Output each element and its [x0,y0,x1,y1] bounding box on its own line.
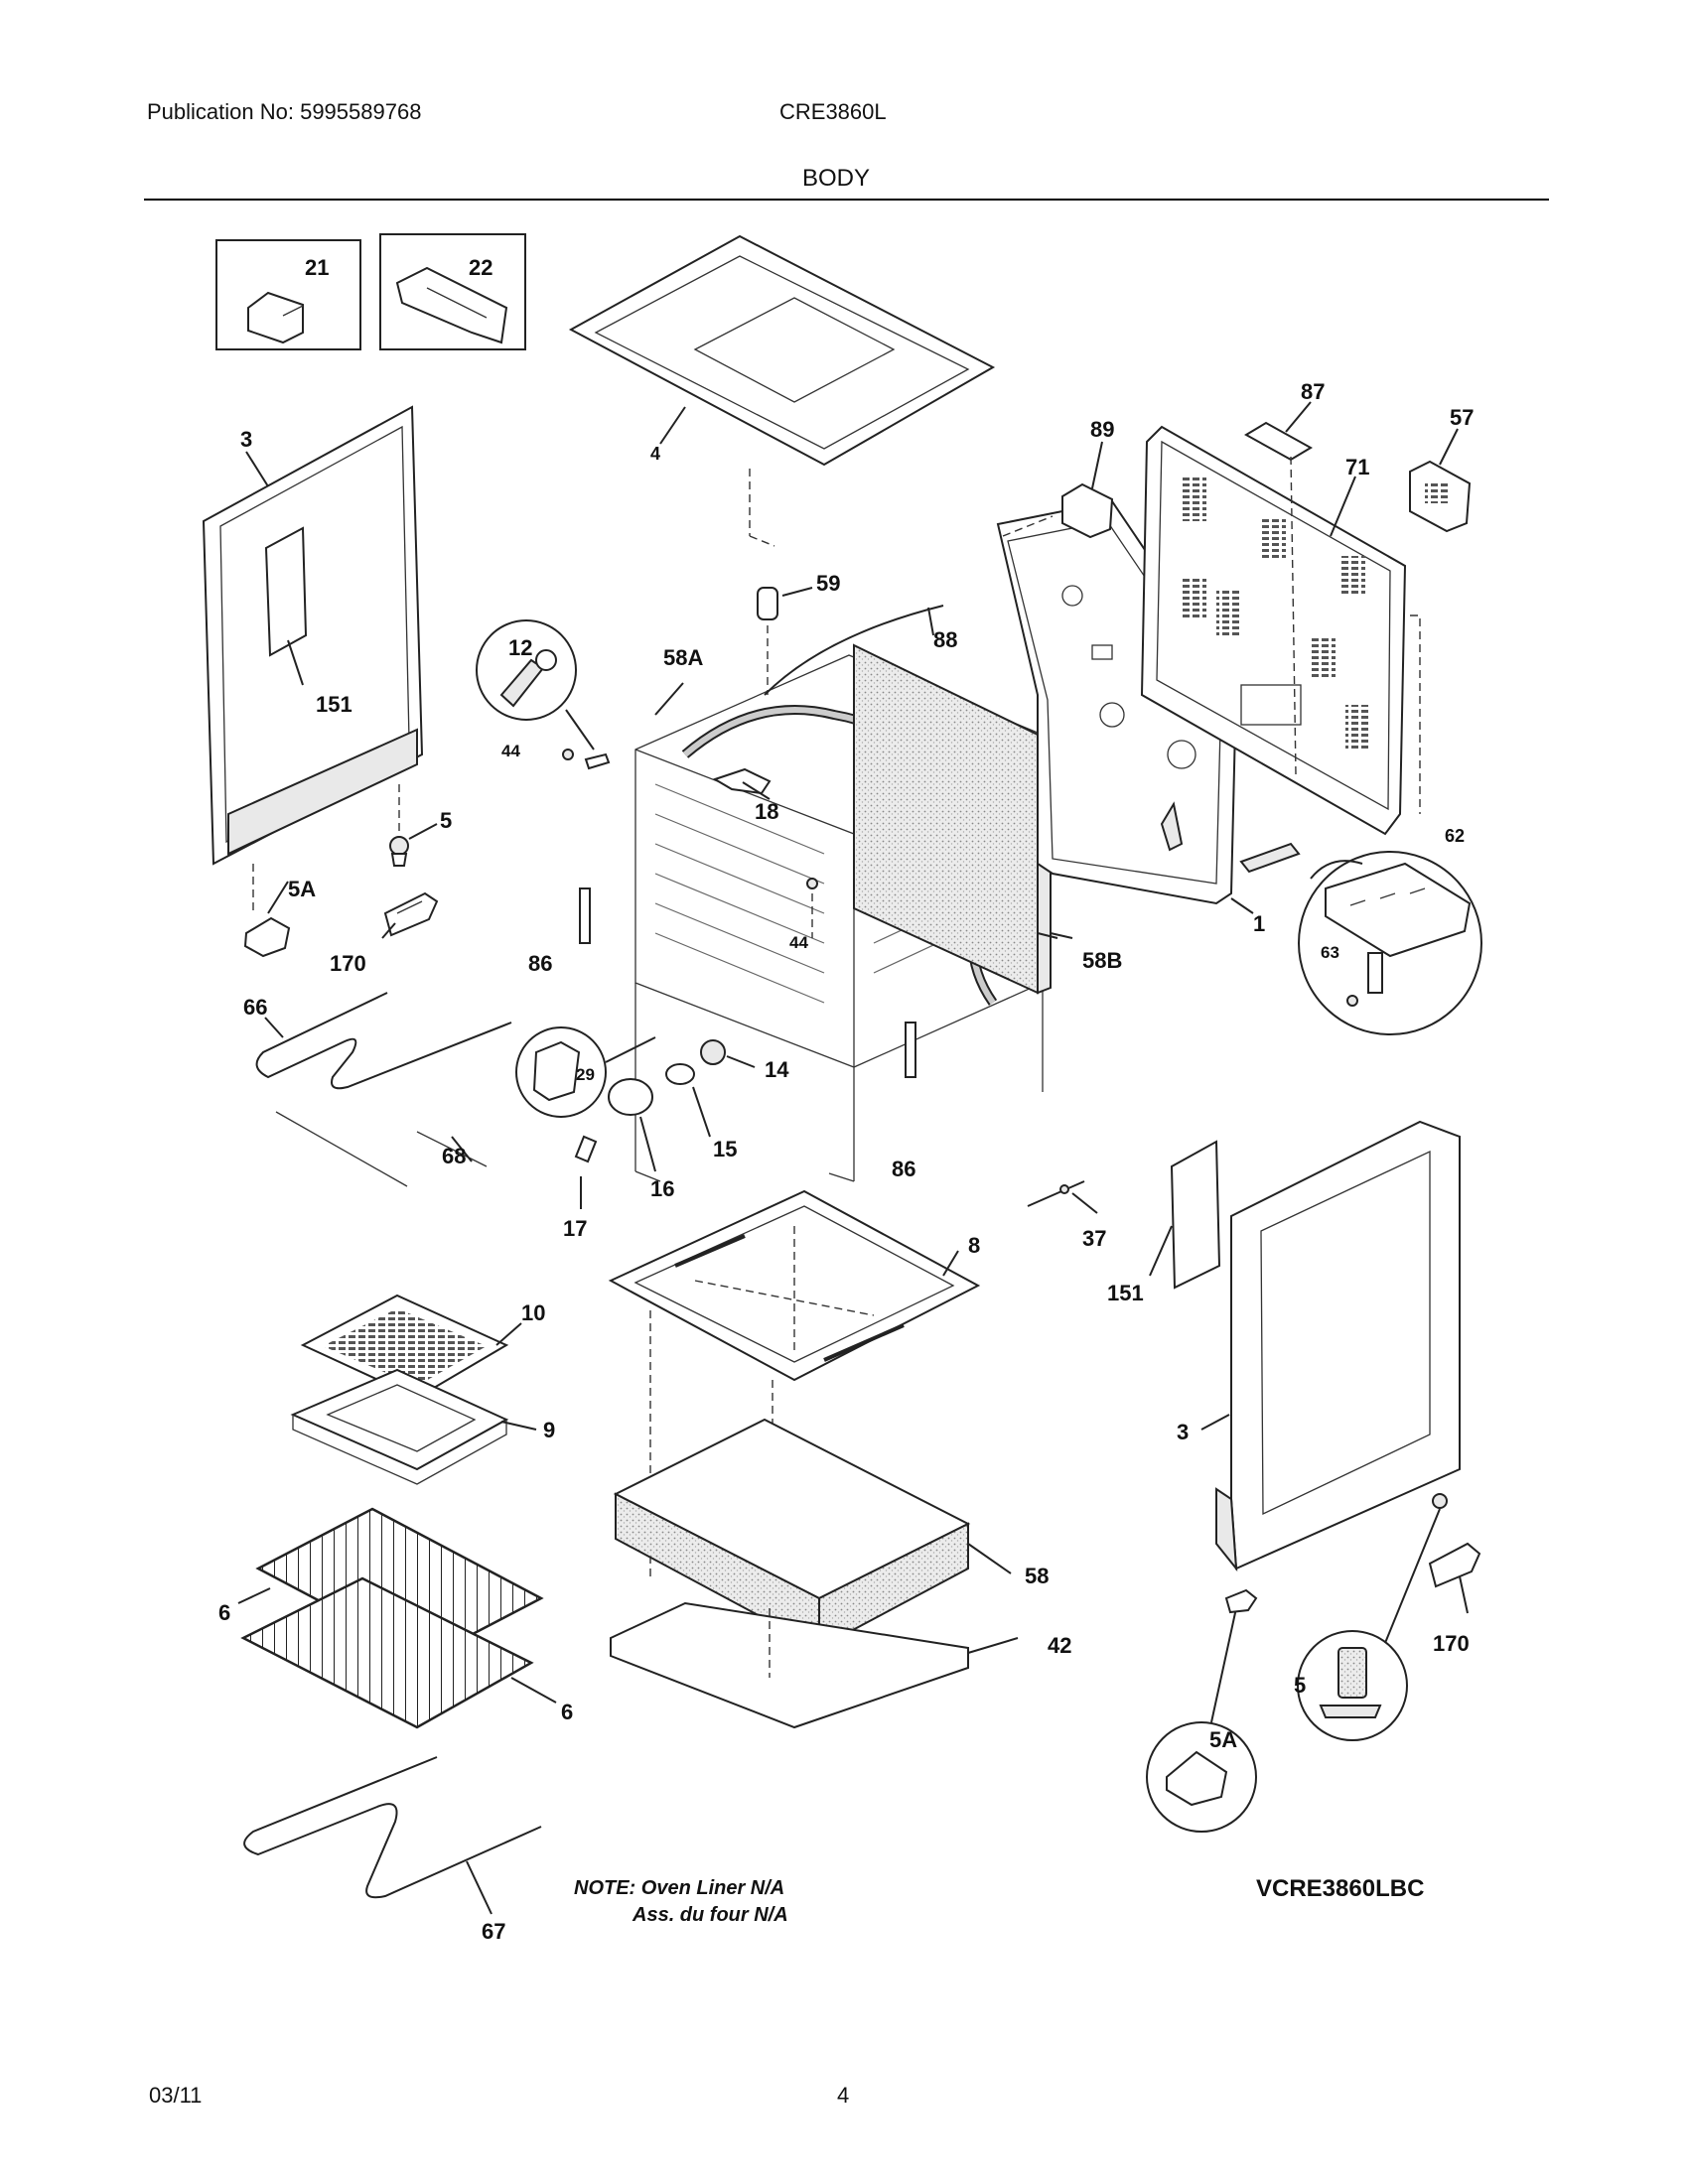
callout-88: 88 [933,627,957,652]
callout-59: 59 [816,571,840,596]
part-15-bulb [665,1063,695,1085]
callout-5-right: 5 [1294,1673,1306,1698]
part-44-screw-a [562,749,574,760]
callout-21: 21 [305,255,329,280]
part-66-broil-element [255,992,512,1187]
part-57-cover [1409,460,1472,533]
note-line-1: NOTE: Oven Liner N/A [574,1877,784,1899]
part-22-box [379,233,526,350]
footer-date: 03/11 [149,2083,203,2108]
part-62-terminal-block [1239,842,1482,1035]
part-86-left-bracket [579,887,591,944]
callout-12: 12 [508,635,532,660]
callout-8: 8 [968,1233,980,1258]
header-rule [144,199,1549,201]
callout-170-left: 170 [330,951,366,976]
callout-44-a: 44 [501,742,520,760]
part-88-wire [764,605,944,696]
callout-66: 66 [243,995,267,1020]
callout-5A-right: 5A [1209,1727,1237,1752]
callout-62: 62 [1445,826,1465,846]
part-170-right-bracket [1428,1542,1481,1588]
callout-1: 1 [1253,911,1265,936]
callout-170-right: 170 [1433,1631,1470,1656]
part-5A-left-bracket [243,916,291,958]
page-number: 4 [837,2083,850,2108]
part-151-right-bracket [1170,1140,1221,1290]
callout-37: 37 [1082,1226,1106,1251]
part-89-bracket [1002,482,1114,539]
part-21-box [215,239,361,350]
callout-5-left: 5 [440,808,452,833]
part-17-clip [574,1135,598,1163]
callout-9: 9 [543,1418,555,1442]
part-87-bracket [1244,421,1313,775]
callout-3-right: 3 [1177,1420,1189,1444]
publication-number: Publication No: 5995589768 [147,99,422,124]
part-59-sensor [757,587,778,695]
part-42-base-plate [610,1601,969,1729]
callout-87: 87 [1301,379,1325,404]
callout-58A: 58A [663,645,703,670]
callout-5A-left: 5A [288,877,316,901]
part-44-screw-b [806,878,818,938]
part-4-top-panel [568,234,996,547]
part-67-bake-element [243,1756,542,1899]
callout-6-a: 6 [218,1600,230,1625]
note-line-2: Ass. du four N/A [632,1904,788,1926]
part-71-back-cover [1140,425,1421,836]
part-58B-side-insulation [853,643,1052,995]
callout-3-left: 3 [240,427,252,452]
model-number: CRE3860L [779,99,887,124]
callout-18: 18 [755,799,778,824]
callout-58B: 58B [1082,948,1122,973]
callout-42: 42 [1048,1633,1071,1658]
callout-17: 17 [563,1216,587,1241]
callout-14: 14 [765,1057,789,1082]
callout-63: 63 [1321,943,1339,962]
section-title: BODY [802,165,871,192]
part-16-lens [608,1078,653,1116]
callout-4: 4 [650,444,660,464]
callout-15: 15 [713,1137,737,1161]
part-86-right-bracket [905,1022,916,1078]
callout-151-left: 151 [316,692,352,717]
callout-22: 22 [469,255,492,280]
part-8-bottom-panel [608,1189,981,1382]
callout-29: 29 [576,1065,595,1084]
part-29-detail [515,1026,656,1118]
part-3-right-side-panel [1215,1120,1461,1572]
diagram-model-code: VCRE3860LBC [1256,1875,1424,1902]
part-18-bracket [712,767,772,795]
part-63-screw [1346,952,1383,1007]
callout-67: 67 [482,1919,505,1944]
part-12-detail [476,619,611,770]
callout-44-b: 44 [789,933,808,952]
callout-68: 68 [442,1144,466,1168]
callout-labels: 21 22 4 3 151 87 57 89 71 59 88 12 58A 4… [218,255,1474,1944]
part-3-left-side-panel [202,405,424,913]
callout-58: 58 [1025,1564,1049,1588]
part-170-left-bracket [383,891,439,937]
callout-86-left: 86 [528,951,552,976]
callout-151-right: 151 [1107,1281,1144,1305]
part-37-wire [1027,1180,1085,1207]
callout-89: 89 [1090,417,1114,442]
part-5-left-leveler [389,836,409,867]
part-5A-right-detail [1146,1588,1258,1833]
callout-6-b: 6 [561,1700,573,1724]
leader-lines [237,401,1469,1915]
callout-86-right: 86 [892,1157,915,1181]
callout-10: 10 [521,1300,545,1325]
part-14-lamp-socket [700,1039,726,1065]
part-9-broiler-pan [290,1368,509,1485]
part-58-block-insulation [613,1418,971,1650]
callout-57: 57 [1450,405,1474,430]
part-5-right-detail [1297,1493,1448,1741]
callout-71: 71 [1345,455,1369,479]
callout-16: 16 [650,1176,674,1201]
part-6-oven-rack-lower [240,1576,534,1729]
